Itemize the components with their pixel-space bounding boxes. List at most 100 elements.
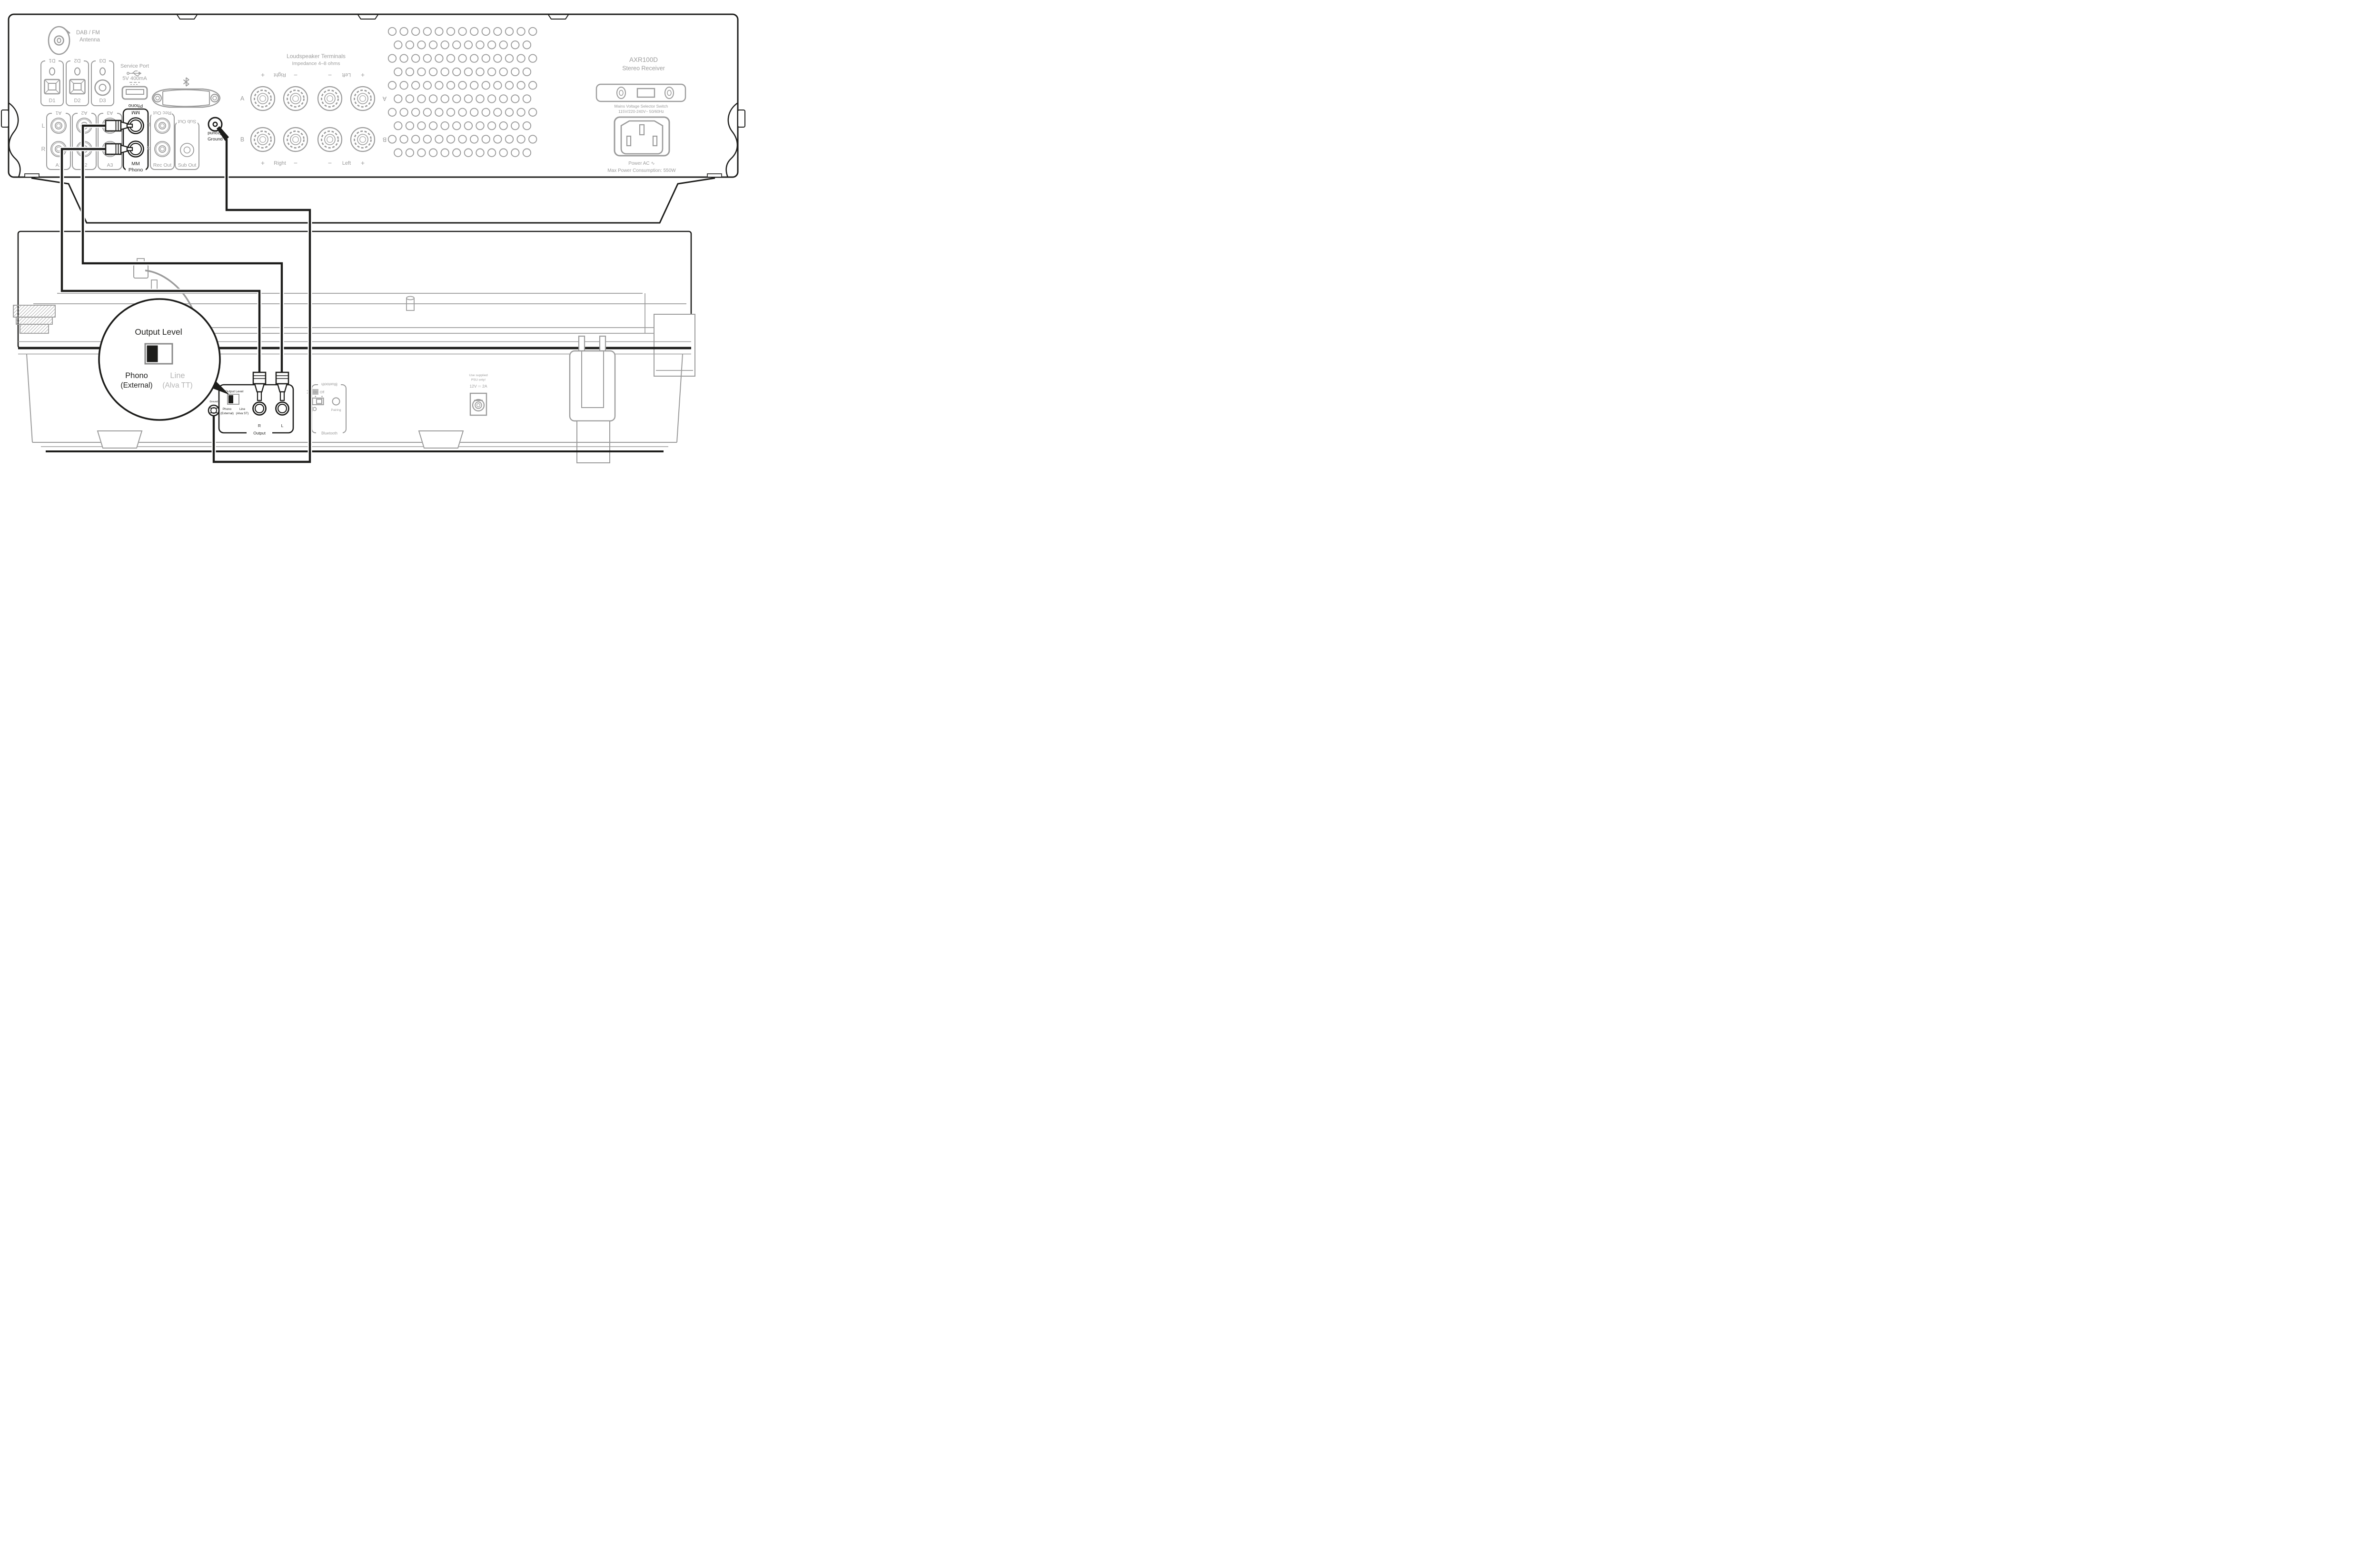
vent-hole bbox=[399, 81, 408, 90]
vent-hole bbox=[511, 94, 520, 103]
power-ac-label: Power AC ∿ bbox=[628, 161, 655, 166]
chassis-notch bbox=[177, 14, 198, 20]
vent-hole bbox=[387, 108, 397, 117]
sign-left: Left bbox=[342, 72, 351, 78]
a3-label-top: A3 bbox=[107, 110, 113, 116]
mm-label-top: MM bbox=[131, 110, 140, 115]
receiver-chassis bbox=[8, 13, 739, 178]
optical-port-inner bbox=[48, 83, 57, 90]
sign-plus: + bbox=[261, 159, 265, 167]
binding-post-hole bbox=[359, 136, 366, 143]
binding-post-hole bbox=[259, 136, 266, 143]
vent-hole bbox=[411, 135, 420, 144]
vent-hole bbox=[464, 67, 473, 77]
vent-hole bbox=[505, 54, 514, 63]
psu-warning-2: PSU only! bbox=[471, 379, 486, 382]
service-port-group: Service Port 5V 400mA bbox=[120, 63, 149, 100]
pairing-button bbox=[332, 397, 340, 406]
vent-hole bbox=[435, 54, 444, 63]
vent-hole bbox=[499, 148, 508, 157]
speaker-subtitle: Impedance 4–8 ohms bbox=[292, 61, 340, 67]
vent-hole bbox=[458, 108, 467, 117]
label-bg bbox=[70, 58, 84, 64]
vent-hole bbox=[428, 40, 438, 50]
binding-post bbox=[283, 86, 308, 111]
rca-jack bbox=[154, 141, 170, 157]
d2-label-top: D2 bbox=[74, 58, 80, 63]
vent-hole bbox=[522, 67, 532, 77]
sign-minus: − bbox=[294, 159, 298, 167]
output-level-callout: Output Level Phono (External) Line (Alva… bbox=[98, 298, 229, 421]
vent-hole bbox=[476, 40, 485, 50]
receiver-pedestal bbox=[31, 177, 715, 224]
vent-hole bbox=[528, 135, 537, 144]
receiver-foot-pad bbox=[707, 173, 722, 178]
vent-hole bbox=[487, 40, 496, 50]
vent-hole bbox=[470, 108, 479, 117]
vent-hole bbox=[487, 67, 496, 77]
vent-hole bbox=[470, 27, 479, 36]
output-jack-right bbox=[252, 401, 267, 416]
vent-hole bbox=[522, 94, 532, 103]
binding-post-knurl bbox=[254, 90, 272, 108]
rca-jack-ring bbox=[155, 119, 169, 133]
binding-post bbox=[250, 127, 276, 152]
diagram-canvas: DAB / FM Antenna D1 D2 D3 bbox=[1, 13, 745, 464]
max-power-label: Max Power Consumption: 550W bbox=[607, 168, 676, 173]
vent-hole bbox=[394, 121, 403, 130]
vent-hole bbox=[446, 54, 456, 63]
hinge-cover bbox=[654, 314, 695, 377]
output-jack-left bbox=[275, 401, 289, 416]
vent-hole bbox=[493, 81, 502, 90]
ground-spade-connector bbox=[217, 126, 229, 141]
service-port-rating: 5V 400mA bbox=[122, 76, 147, 81]
vent-hole bbox=[470, 54, 479, 63]
sign-plus: + bbox=[361, 159, 365, 167]
vent-hole bbox=[487, 121, 496, 130]
vent-hole bbox=[435, 135, 444, 144]
iec-power-inlet bbox=[614, 116, 670, 157]
output-level-label: Output Level bbox=[225, 390, 244, 393]
vent-hole bbox=[411, 108, 420, 117]
row-a-label-rot: A bbox=[382, 95, 387, 102]
panel-screw bbox=[616, 87, 626, 99]
vent-hole bbox=[481, 81, 490, 90]
phono-option-sub: (External) bbox=[220, 412, 234, 415]
phono-label: Phono bbox=[129, 167, 143, 173]
sign-right: Right bbox=[274, 160, 286, 166]
sign-minus: − bbox=[328, 159, 332, 167]
vent-hole bbox=[528, 81, 537, 90]
vent-hole bbox=[499, 40, 508, 50]
screw-hole bbox=[49, 67, 55, 76]
vent-hole bbox=[399, 54, 408, 63]
usb-icon bbox=[127, 70, 142, 76]
vent-hole bbox=[499, 94, 508, 103]
vent-hole bbox=[476, 121, 485, 130]
usb-port-tongue bbox=[126, 89, 144, 95]
iec-socket bbox=[620, 120, 664, 155]
phono-cable-left bbox=[81, 124, 283, 372]
binding-post bbox=[283, 127, 308, 152]
bluetooth-title-bottom: Bluetooth bbox=[321, 431, 337, 436]
vent-hole bbox=[481, 135, 490, 144]
binding-post-hole bbox=[327, 136, 333, 143]
service-port-label: Service Port bbox=[120, 63, 149, 69]
vent-hole bbox=[481, 27, 490, 36]
panel-screw bbox=[619, 90, 624, 96]
vent-hole bbox=[387, 27, 397, 36]
vent-hole bbox=[511, 121, 520, 130]
motor-knob bbox=[13, 305, 56, 334]
optical-port-icon bbox=[44, 79, 60, 95]
binding-post-knurl bbox=[254, 130, 272, 149]
antenna-screw bbox=[212, 96, 217, 100]
screw-hole bbox=[74, 67, 80, 76]
recout-label: Rec Out bbox=[153, 162, 172, 168]
vent-hole bbox=[387, 135, 397, 144]
optical-bevel bbox=[69, 79, 85, 94]
binding-post-collar bbox=[290, 134, 301, 145]
receiver-rear-panel: DAB / FM Antenna D1 D2 D3 bbox=[1, 13, 745, 224]
turntable-psu-group: Use supplied PSU only! 12V ⎓ 2A bbox=[469, 374, 488, 416]
mm-label: MM bbox=[131, 161, 140, 167]
rca-jack bbox=[50, 118, 67, 134]
label-bg bbox=[45, 58, 59, 64]
